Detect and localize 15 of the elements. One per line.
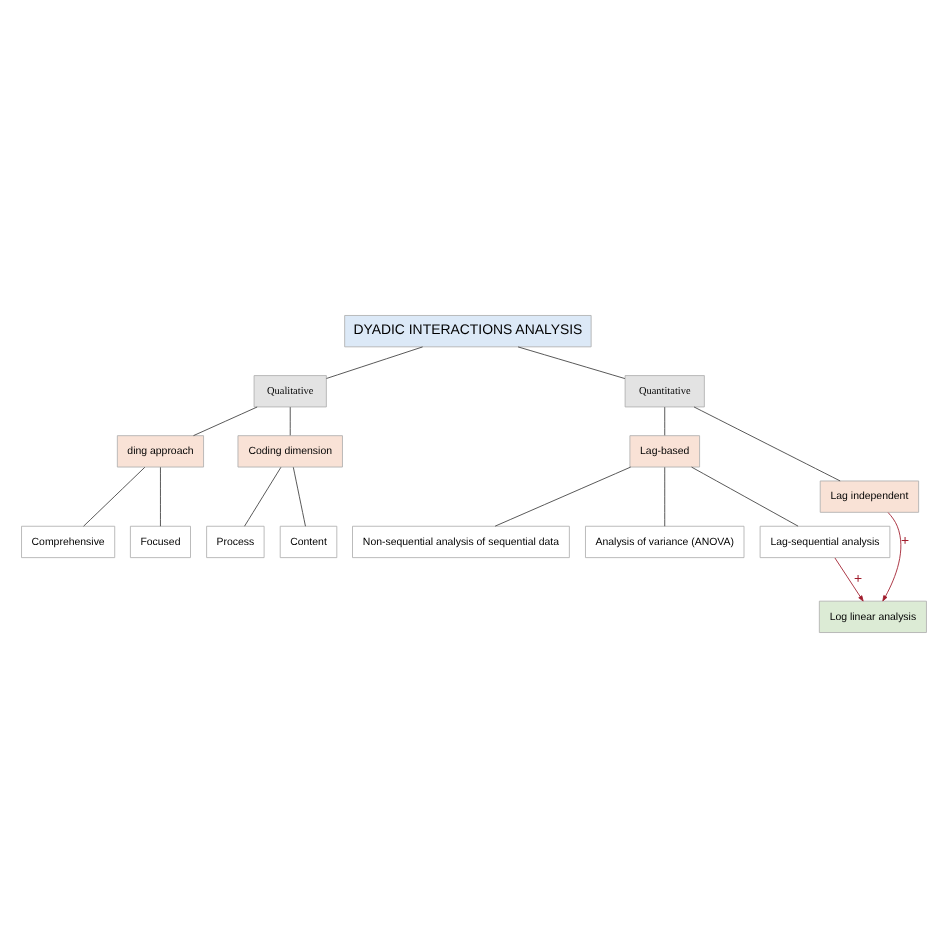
connector [664, 406, 666, 436]
connector [691, 466, 799, 527]
arrow [882, 512, 902, 602]
connector [326, 346, 424, 379]
connector [693, 406, 841, 482]
connector [244, 466, 282, 527]
arrow [834, 557, 864, 602]
connector [292, 466, 306, 527]
connector [193, 406, 258, 437]
connector [494, 466, 632, 527]
connector [160, 466, 161, 527]
connector [289, 406, 291, 436]
connector [517, 346, 626, 379]
connector [83, 466, 146, 527]
connector [664, 466, 666, 527]
